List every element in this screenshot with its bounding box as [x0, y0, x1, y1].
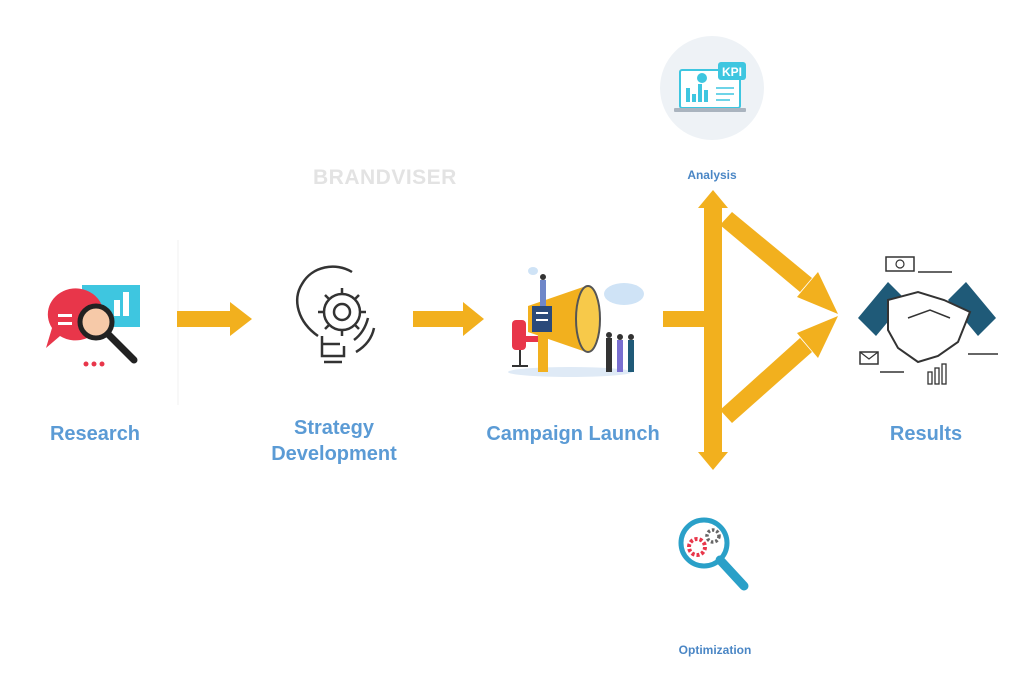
- step-label-campaign: Campaign Launch: [486, 423, 660, 445]
- step-label-results: Results: [889, 423, 963, 445]
- branch-label-analysis: Analysis: [687, 168, 737, 182]
- step-label-strategy: Strategy Development: [271, 417, 397, 465]
- handshake-icon: [858, 256, 998, 385]
- lightbulb-gear-icon: [296, 265, 376, 364]
- kpi-badge-text: KPI: [722, 65, 742, 79]
- research-icon: [46, 285, 140, 367]
- arrow-vertical-split: [698, 190, 728, 470]
- branch-label-optimization: Optimization: [678, 643, 752, 657]
- arrow-to-results-lower: [720, 316, 838, 423]
- arrow-to-results-upper: [720, 212, 838, 314]
- step-label-research: Research: [49, 423, 141, 445]
- magnifier-gears-icon: [678, 517, 749, 591]
- brand-watermark: BRANDVISER: [313, 166, 457, 189]
- arrow-strategy-to-campaign: [413, 302, 484, 336]
- megaphone-icon: [508, 267, 644, 377]
- arrow-campaign-to-junction: [663, 311, 713, 327]
- kpi-dashboard-icon: KPI: [660, 36, 764, 140]
- arrow-research-to-strategy: [177, 302, 252, 336]
